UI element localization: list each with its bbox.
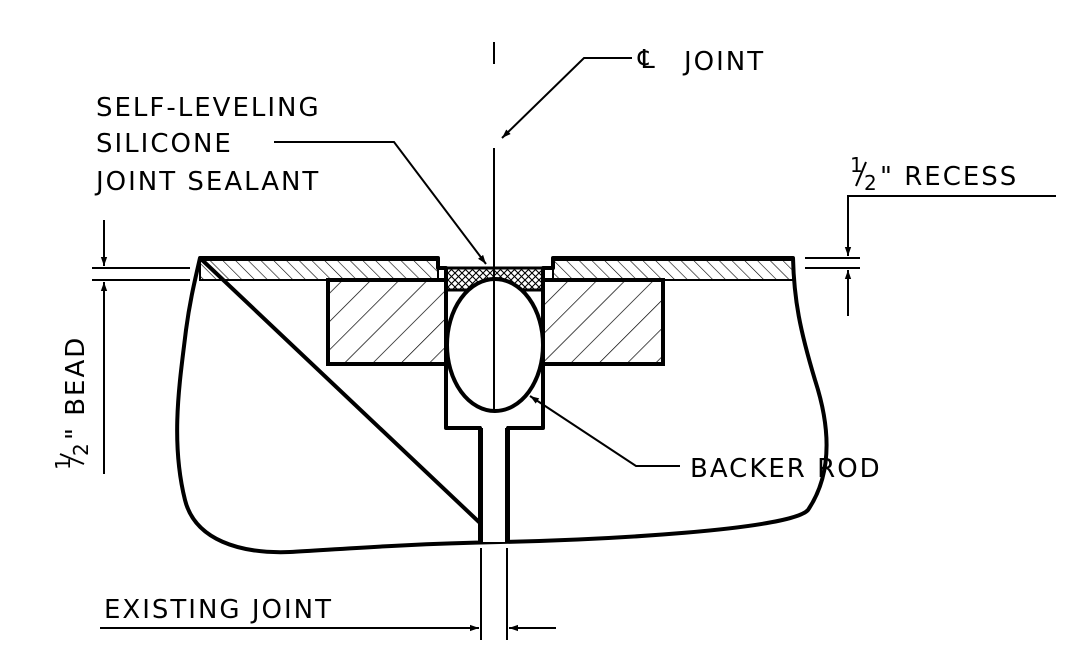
recess-leader: [844, 195, 1056, 256]
sealant-leader: [274, 141, 487, 265]
recess-numerator: 1: [850, 153, 863, 177]
recess-denominator: 2: [864, 171, 877, 195]
backer-rod-label: BACKER ROD: [690, 454, 882, 484]
bead-denominator: 2: [69, 443, 93, 456]
left-surface-strip: [199, 259, 439, 281]
sealant-label-line3: JOINT SEALANT: [94, 167, 320, 197]
sealant-label-line1: SELF-LEVELING: [96, 93, 321, 123]
existing-joint-label: EXISTING JOINT: [104, 595, 333, 625]
left-header-block: [326, 278, 448, 366]
cl-symbol: ℄: [637, 45, 657, 75]
recess-label: " RECESS: [880, 162, 1018, 192]
sealant-label-line2: SILICONE: [96, 129, 233, 159]
cl-joint-leader: [501, 57, 632, 139]
cl-joint-label: JOINT: [682, 47, 765, 77]
bead-label: " BEAD: [61, 336, 91, 440]
bead-numerator: 1: [51, 457, 75, 470]
right-header-block: [541, 278, 665, 366]
existing-joint-slot: [481, 428, 507, 542]
right-surface-strip: [552, 259, 794, 281]
backer-rod-leader: [529, 395, 680, 467]
